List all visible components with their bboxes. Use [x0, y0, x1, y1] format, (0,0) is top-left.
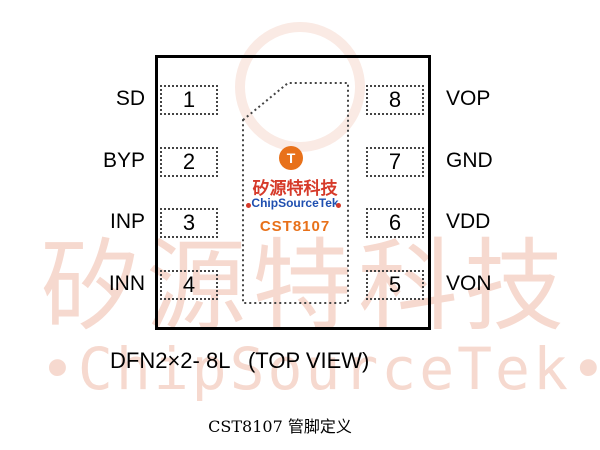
package-label: DFN2×2- 8L (TOP VIEW)	[110, 348, 370, 373]
pin-5-label: VON	[446, 272, 492, 295]
part-number: CST8107	[259, 218, 331, 235]
watermark-chinese: 矽源特科技	[40, 228, 570, 345]
pin-8-pad: 8	[366, 85, 424, 115]
brand-name-english: ChipSourceTek	[251, 196, 339, 210]
watermark-english: •ChipSourceTek•	[40, 335, 600, 403]
pin-3-number: 3	[182, 210, 196, 235]
chip-package-outline	[155, 55, 431, 330]
watermark-logo-ring	[235, 22, 365, 152]
pin-6-label: VDD	[446, 210, 491, 233]
pin-5-pad: 5	[366, 270, 424, 300]
pin-2-number: 2	[182, 149, 196, 174]
pin-4-number: 4	[182, 272, 196, 297]
pin-6-pad: 6	[366, 208, 424, 238]
figure-caption: CST8107 管脚定义	[208, 417, 352, 436]
pin-8-label: VOP	[446, 87, 491, 110]
pin-7-number: 7	[388, 149, 402, 174]
pin-1-label: SD	[115, 87, 145, 110]
pin-6-number: 6	[388, 210, 402, 235]
pin-3-label: INP	[109, 210, 145, 233]
pin-7-pad: 7	[366, 147, 424, 177]
pin-4-label: INN	[108, 272, 145, 295]
pin-1-pad: 1	[160, 85, 218, 115]
pin-2-pad: 2	[160, 147, 218, 177]
brand-name-chinese: 矽源特科技	[252, 179, 338, 199]
brand-dot-right	[336, 203, 341, 208]
pin-4-pad: 4	[160, 270, 218, 300]
pin-5-number: 5	[388, 272, 402, 297]
pin-1-number: 1	[182, 87, 196, 112]
brand-dot-left	[246, 203, 251, 208]
brand-logo-icon: T	[279, 146, 303, 170]
pin-3-pad: 3	[160, 208, 218, 238]
pin-7-label: GND	[446, 149, 493, 172]
pin-2-label: BYP	[102, 149, 145, 172]
pin-8-number: 8	[388, 87, 402, 112]
